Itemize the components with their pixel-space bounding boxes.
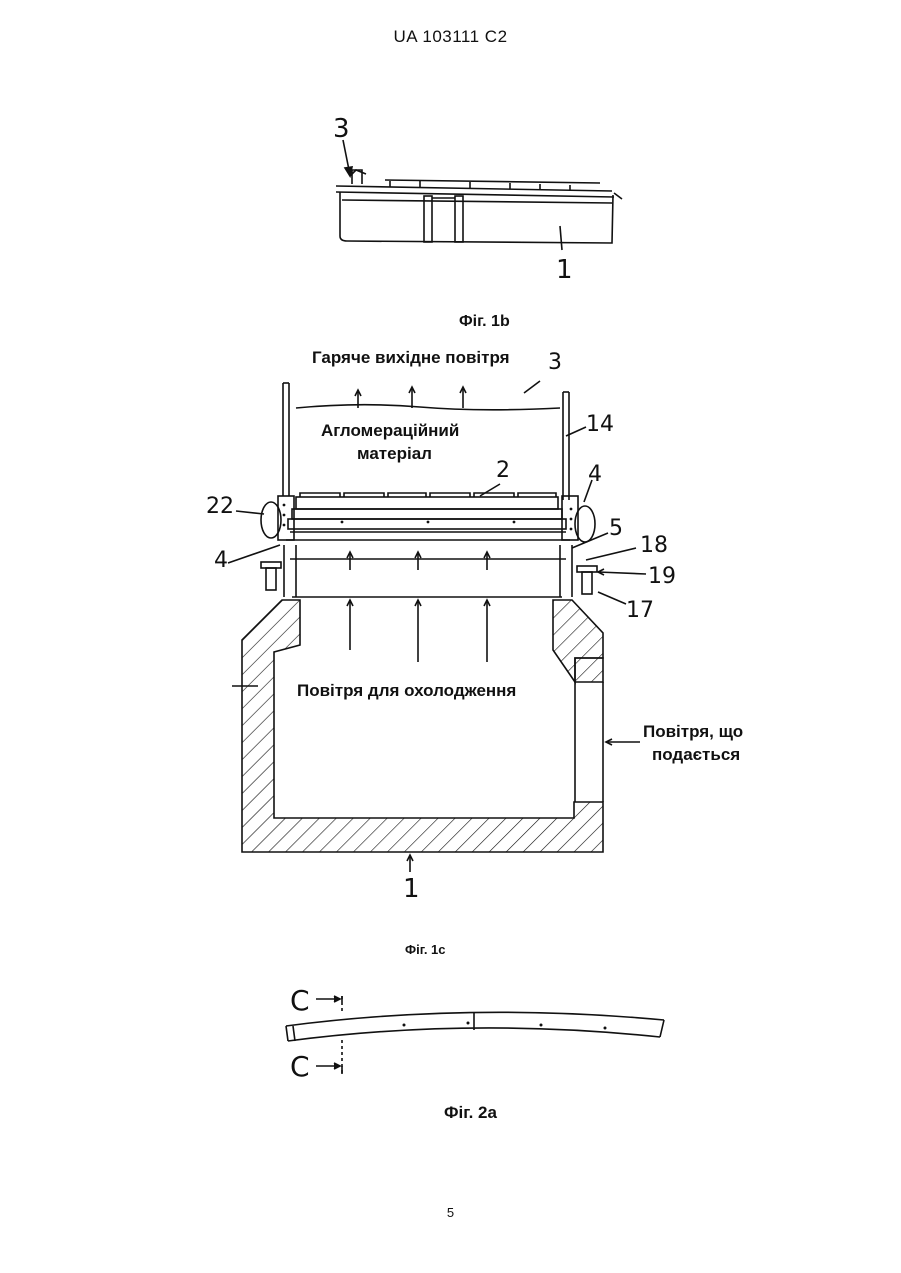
section-mark-c-bottom: C [290,1050,310,1083]
section-mark-c-top: C [290,984,310,1017]
page-number: 5 [0,1205,901,1220]
figure-2a-caption: Фіг. 2а [444,1103,497,1123]
